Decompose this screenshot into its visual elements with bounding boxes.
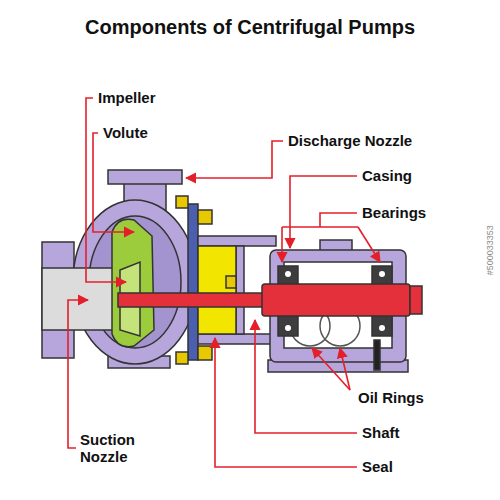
watermark: #500033353 bbox=[485, 225, 495, 275]
part-label: Casing bbox=[362, 167, 412, 184]
part-label: Impeller bbox=[98, 89, 156, 106]
part-label: Oil Rings bbox=[358, 389, 424, 406]
diagram-title: Components of Centrifugal Pumps bbox=[85, 16, 415, 39]
part-label: Volute bbox=[103, 124, 148, 141]
part-label: Bearings bbox=[362, 204, 426, 221]
part-label: Suction Nozzle bbox=[80, 431, 150, 466]
part-label: Shaft bbox=[362, 424, 400, 441]
part-label: Discharge Nozzle bbox=[288, 132, 412, 149]
part-label: Seal bbox=[362, 458, 393, 475]
